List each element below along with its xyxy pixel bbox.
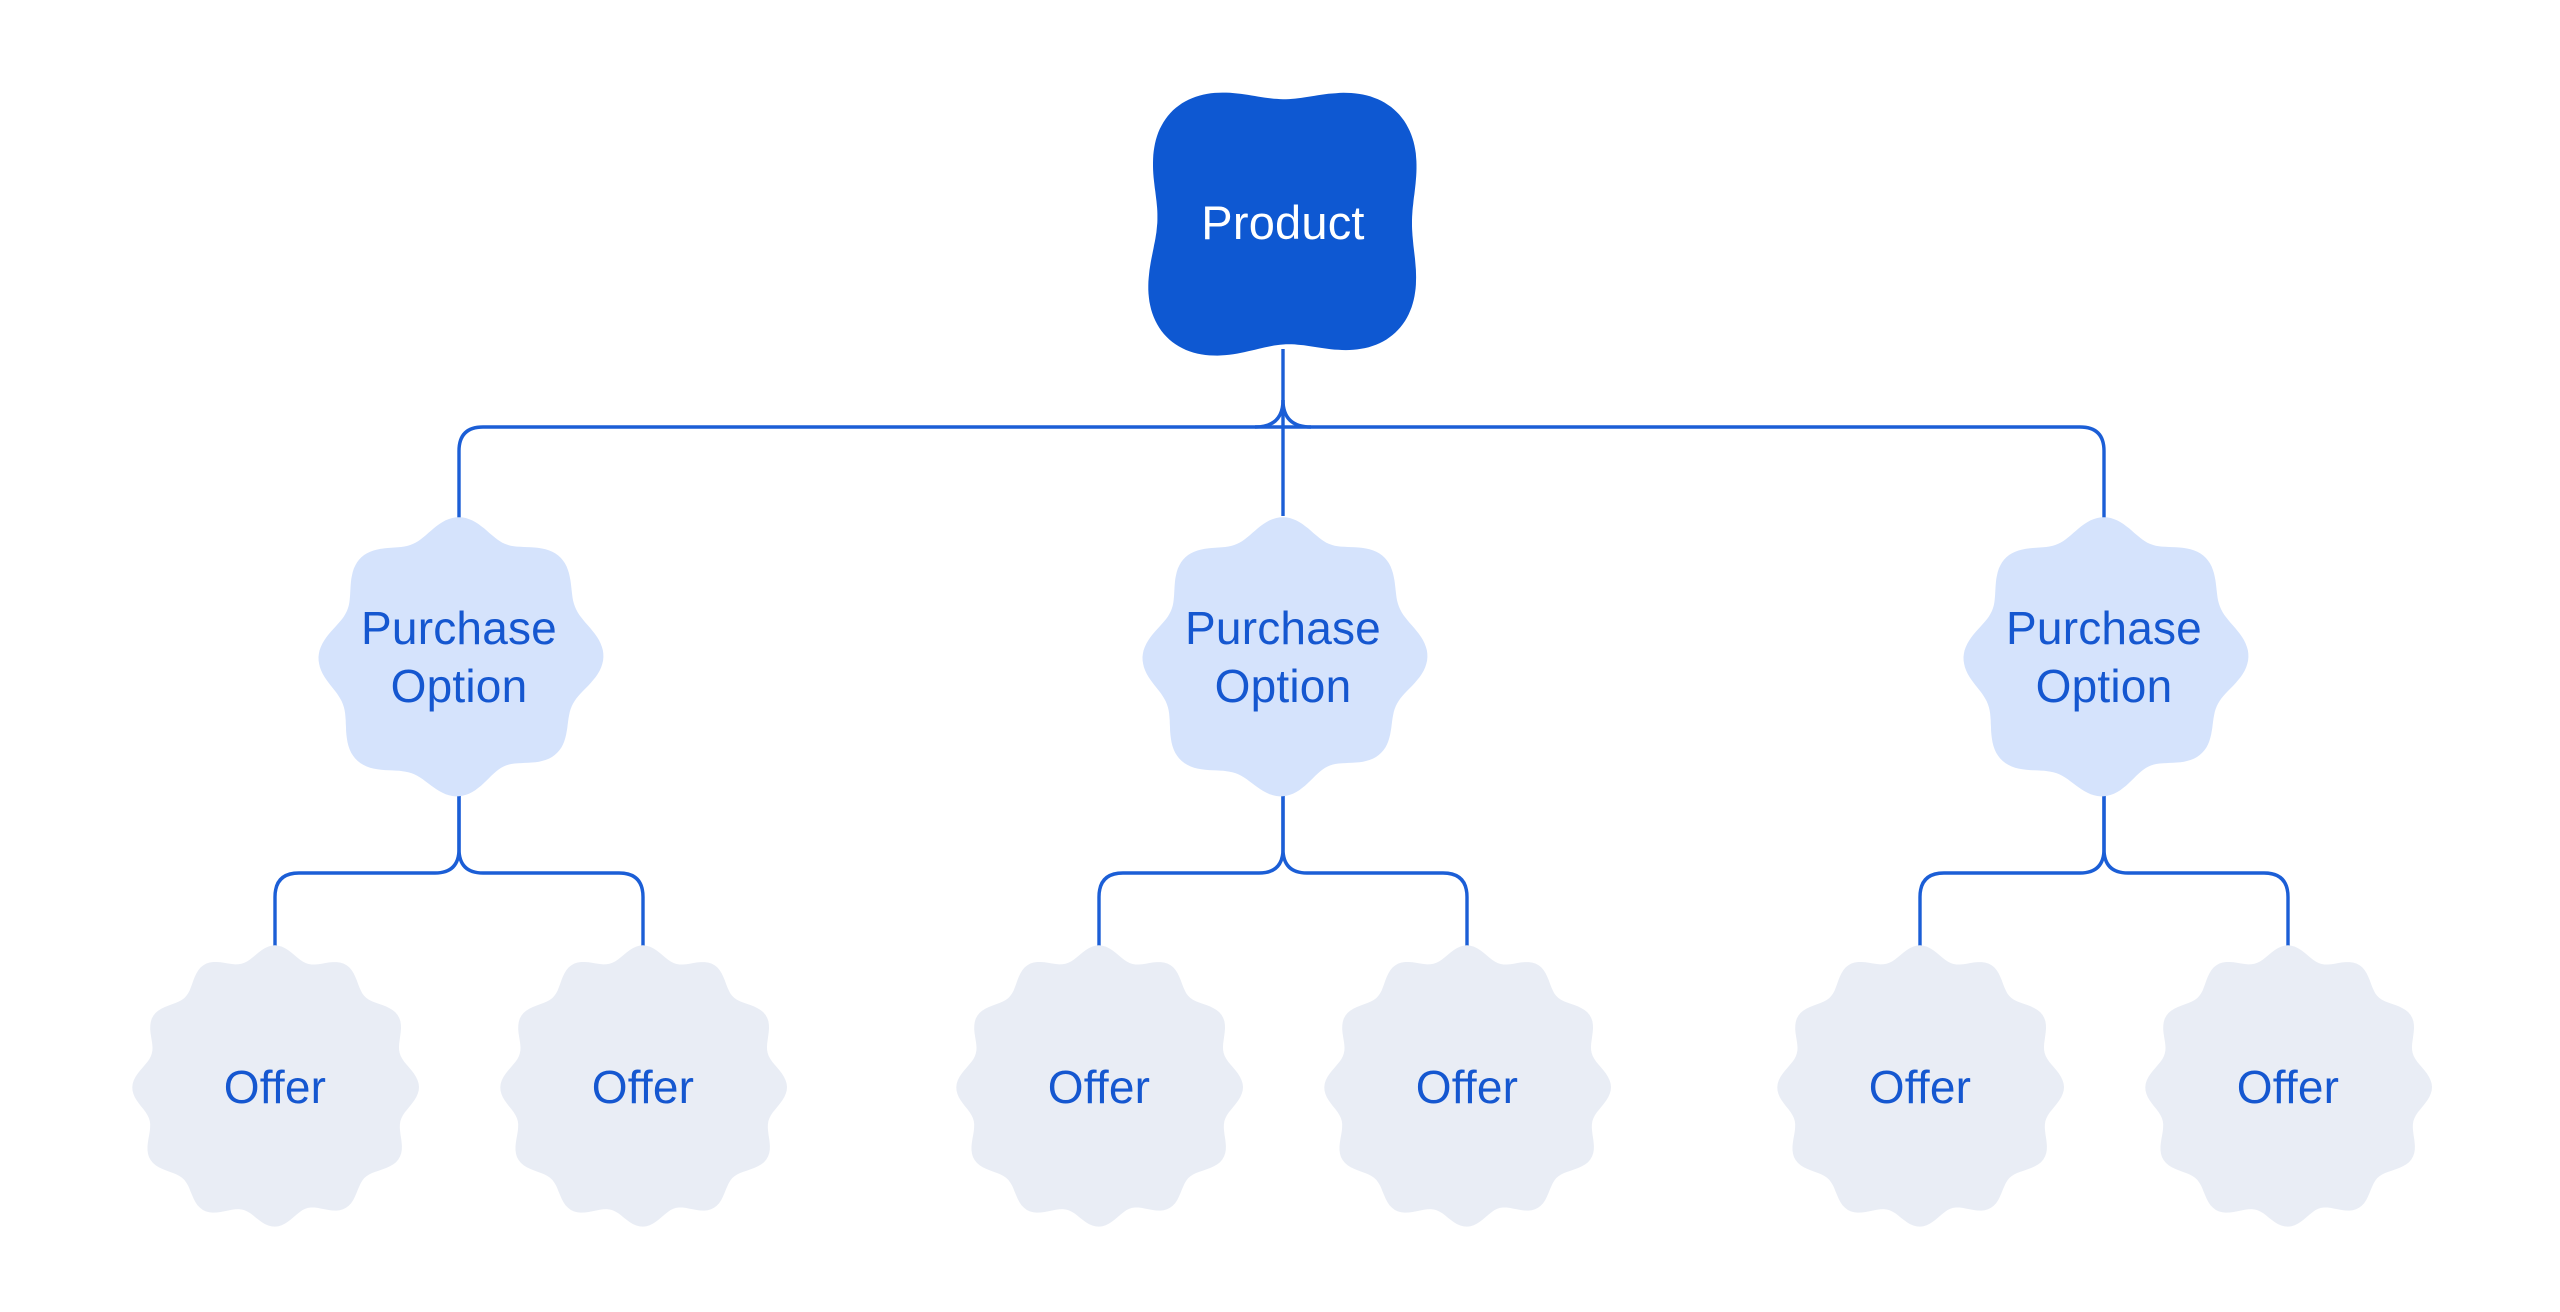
node-offer-1: Offer xyxy=(129,941,421,1233)
offer-blob-shape xyxy=(500,945,788,1227)
node-purchase-option-1: Purchase Option xyxy=(313,511,605,803)
offer-blob-shape xyxy=(956,945,1243,1227)
offer-label: Offer xyxy=(591,1061,695,1113)
node-offer-3: Offer xyxy=(953,941,1245,1233)
node-offer-4: Offer xyxy=(1321,941,1613,1233)
offer-blob-shape xyxy=(132,945,420,1227)
node-purchase-option-2: Purchase Option xyxy=(1137,511,1429,803)
node-offer-6: Offer xyxy=(2142,941,2434,1233)
connector-level1-bar xyxy=(457,425,2106,520)
node-offer-5: Offer xyxy=(1774,941,2066,1233)
connector-option3-left-branch xyxy=(1918,794,2106,947)
purchase-option-label: Purchase Option xyxy=(2006,602,2202,712)
offer-blob-shape xyxy=(2145,945,2432,1227)
connector-option3-right-branch xyxy=(2102,794,2290,947)
node-offer-2: Offer xyxy=(497,941,789,1233)
node-product: Product xyxy=(1118,58,1448,388)
purchase-option-label: Purchase Option xyxy=(1185,602,1381,712)
purchase-option-blob-shape xyxy=(1142,517,1428,797)
offer-label: Offer xyxy=(2236,1061,2340,1113)
offer-label: Offer xyxy=(1047,1061,1151,1113)
offer-label: Offer xyxy=(223,1061,327,1113)
product-label: Product xyxy=(1201,196,1365,249)
connector-option1-right-branch xyxy=(457,794,645,947)
connector-option2-right-branch xyxy=(1281,794,1469,947)
connector-option2-left-branch xyxy=(1097,794,1285,947)
purchase-option-blob-shape xyxy=(318,517,604,797)
offer-blob-shape xyxy=(1777,945,2064,1227)
offer-label: Offer xyxy=(1415,1061,1519,1113)
connector-option1-left-branch xyxy=(273,794,461,947)
connector-root-fillet-left xyxy=(1254,399,1285,429)
offer-label: Offer xyxy=(1868,1061,1972,1113)
node-purchase-option-3: Purchase Option xyxy=(1958,511,2250,803)
offer-blob-shape xyxy=(1324,945,1611,1227)
product-blob-shape xyxy=(1148,92,1417,356)
connector-root-fillet-right xyxy=(1281,399,1312,429)
purchase-option-blob-shape xyxy=(1963,517,2249,797)
purchase-option-label: Purchase Option xyxy=(361,602,557,712)
